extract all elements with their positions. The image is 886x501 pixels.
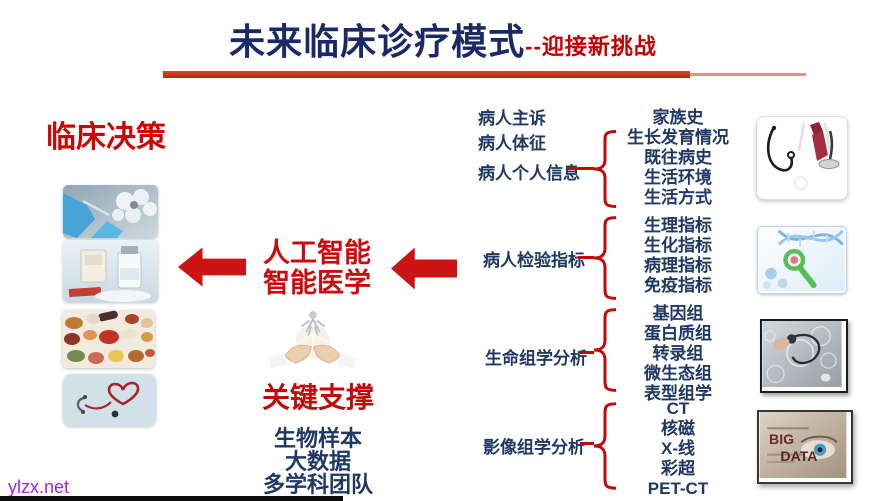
dna-image (757, 226, 847, 294)
ai-label-line1: 人工智能 (263, 238, 371, 268)
support-item: 生物样本 (273, 426, 362, 451)
hands-holding-glowing-figure-icon (267, 301, 358, 373)
big-data-image: BIG DATA (757, 410, 853, 484)
list-item: PET-CT (647, 479, 709, 498)
patient-label: 病人主诉 (478, 109, 546, 128)
ai-label: 人工智能 智能医学 (256, 238, 378, 298)
doctor-coat-image (756, 116, 848, 200)
stethoscope-heart-icon (63, 374, 156, 426)
list-item: 家族史 (652, 108, 704, 127)
pills-image (62, 310, 155, 368)
list-item: 转录组 (652, 344, 704, 363)
brace-icon (592, 402, 618, 490)
list-item: 病理指标 (644, 256, 712, 275)
surgery-operating-room-icon (63, 185, 158, 238)
key-support-list: 生物样本 大数据 多学科团队 (258, 427, 378, 496)
arrow-to-decision-icon (178, 246, 246, 288)
list-item: 免疫指标 (644, 276, 712, 295)
stethoscope-heart-image (63, 374, 156, 426)
bottom-bar (0, 496, 343, 501)
connector-line (580, 442, 594, 445)
clinical-decision-heading: 临床决策 (46, 121, 166, 154)
watermark: ylzx.net (8, 477, 70, 497)
group-label-test-indicators: 病人检验指标 (483, 251, 585, 270)
big-data-text-line2: DATA (780, 448, 817, 464)
medicine-vials-icon (63, 240, 158, 302)
big-data-text-line1: BIG (769, 431, 794, 447)
slide-title: 未来临床诊疗模式--迎接新挑战 (0, 13, 886, 65)
group-label-imaging-analysis: 影像组学分析 (483, 438, 585, 457)
test-indicators-list: 生理指标 生化指标 病理指标 免疫指标 (608, 216, 748, 296)
hands-image (267, 300, 358, 374)
brace-icon (592, 216, 618, 300)
list-item: X-线 (661, 439, 695, 458)
list-item: 核磁 (661, 419, 695, 438)
list-item: 生长发育情况 (627, 128, 729, 147)
doctor-tech-image (760, 319, 848, 393)
list-item: 基因组 (652, 304, 704, 323)
group-label-personal-info: 病人个人信息 (478, 164, 580, 183)
connector-line (568, 167, 594, 170)
support-item: 多学科团队 (262, 472, 373, 497)
title-underline-bar (163, 71, 690, 78)
title-highlight-text: --迎接新挑战 (525, 34, 657, 59)
list-item: CT (666, 399, 690, 418)
connector-line (578, 256, 594, 259)
list-item: 既往病史 (644, 148, 712, 167)
arrow-to-ai-icon (391, 246, 457, 291)
doctor-coat-stethoscope-icon (766, 122, 840, 190)
doctor-technology-icon (762, 321, 842, 387)
surgery-image (63, 185, 158, 238)
imaging-analysis-list: CT 核磁 X-线 彩超 PET-CT (608, 399, 748, 499)
big-data-eye-icon: BIG DATA (759, 412, 847, 478)
patient-label: 病人体征 (478, 134, 546, 153)
vials-image (63, 240, 158, 302)
connector-line (580, 351, 594, 354)
ai-label-line2: 智能医学 (263, 268, 371, 298)
omics-analysis-list: 基因组 蛋白质组 转录组 微生态组 表型组学 (608, 304, 748, 404)
list-item: 生理指标 (644, 216, 712, 235)
title-underline-thin-bar (690, 73, 806, 76)
list-item: 蛋白质组 (644, 324, 712, 343)
brace-icon (592, 130, 618, 208)
group-label-omics-analysis: 生命组学分析 (485, 349, 587, 368)
title-main-text: 未来临床诊疗模式 (229, 21, 526, 62)
support-item: 大数据 (284, 449, 351, 474)
colorful-pills-icon (62, 310, 155, 368)
list-item: 表型组学 (644, 384, 712, 403)
list-item: 微生态组 (644, 364, 712, 383)
brace-icon (592, 308, 618, 392)
key-support-heading: 关键支撑 (261, 382, 374, 413)
personal-info-list: 家族史 生长发育情况 既往病史 生活环境 生活方式 (608, 108, 748, 208)
list-item: 生活环境 (644, 168, 712, 187)
list-item: 生活方式 (644, 188, 712, 207)
dna-magnifier-icon (759, 227, 845, 291)
list-item: 彩超 (661, 459, 695, 478)
list-item: 生化指标 (644, 236, 712, 255)
